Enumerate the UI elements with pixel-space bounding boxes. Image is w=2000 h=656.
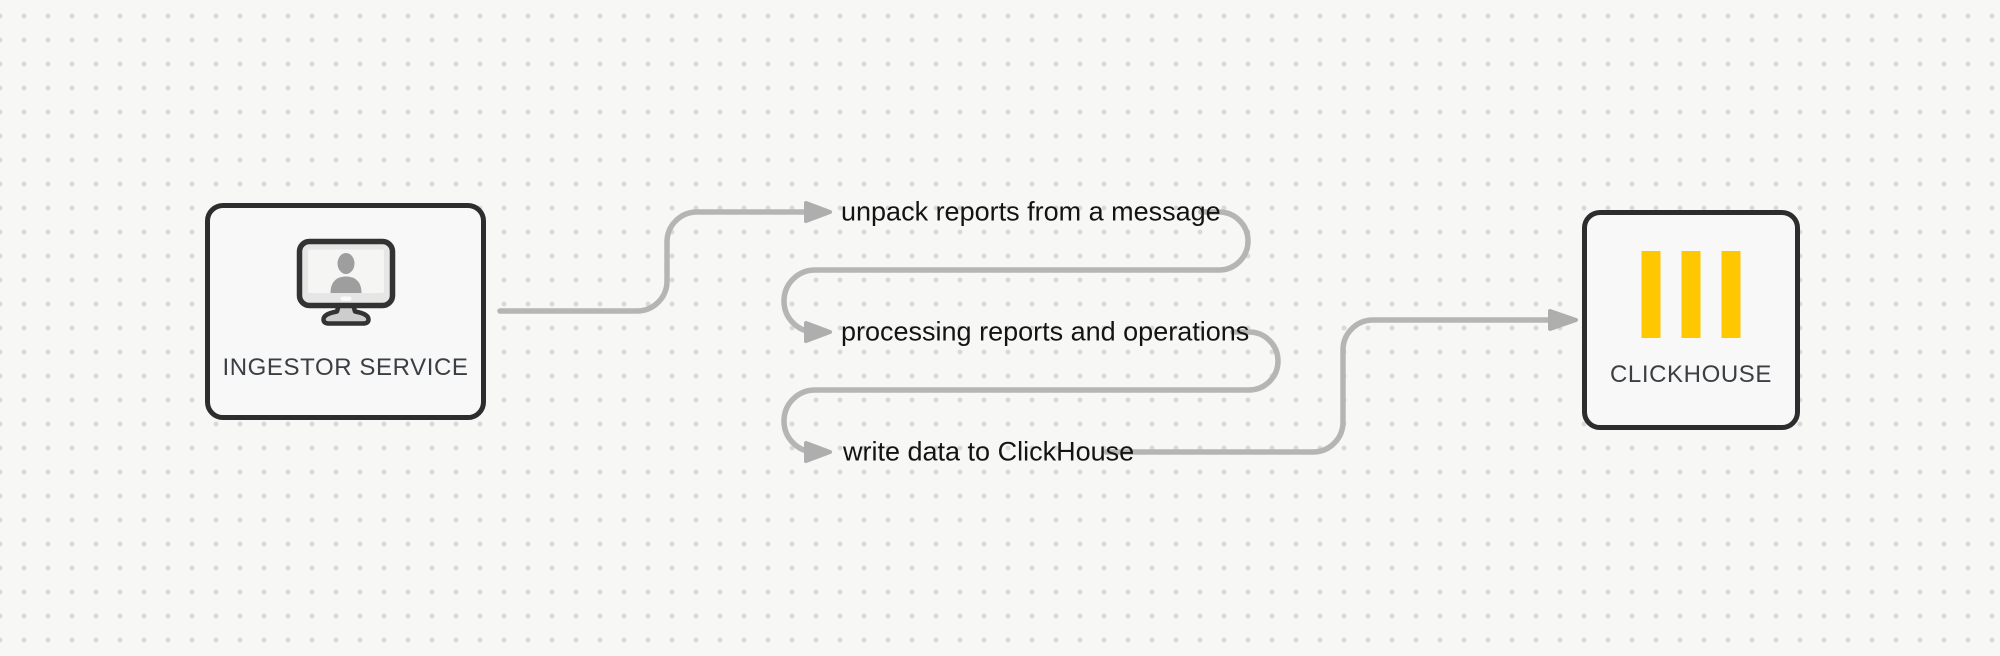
connector-step1-to-step2 — [781, 209, 1251, 335]
node-label-ingestor: INGESTOR SERVICE — [222, 354, 469, 381]
node-label-clickhouse: CLICKHOUSE — [1609, 361, 1773, 388]
connector-step2-to-step3 — [781, 329, 1281, 455]
clickhouse-logo-icon — [1641, 251, 1741, 343]
arrowhead-clickhouse-icon — [1548, 309, 1578, 331]
flow-step-label-1: unpack reports from a message — [841, 196, 1221, 227]
node-clickhouse[interactable]: CLICKHOUSE — [1582, 210, 1800, 430]
monitor-user-icon — [296, 238, 396, 335]
flow-step-label-2: processing reports and operations — [841, 316, 1250, 347]
arrowhead-step2-icon — [804, 321, 832, 343]
flow-step-label-3: write data to ClickHouse — [843, 436, 1135, 467]
arrowhead-step3-icon — [804, 441, 832, 463]
connector-ingestor-to-step1 — [497, 209, 809, 314]
node-ingestor-service[interactable]: INGESTOR SERVICE — [205, 203, 486, 420]
arrowhead-step1-icon — [804, 201, 832, 223]
